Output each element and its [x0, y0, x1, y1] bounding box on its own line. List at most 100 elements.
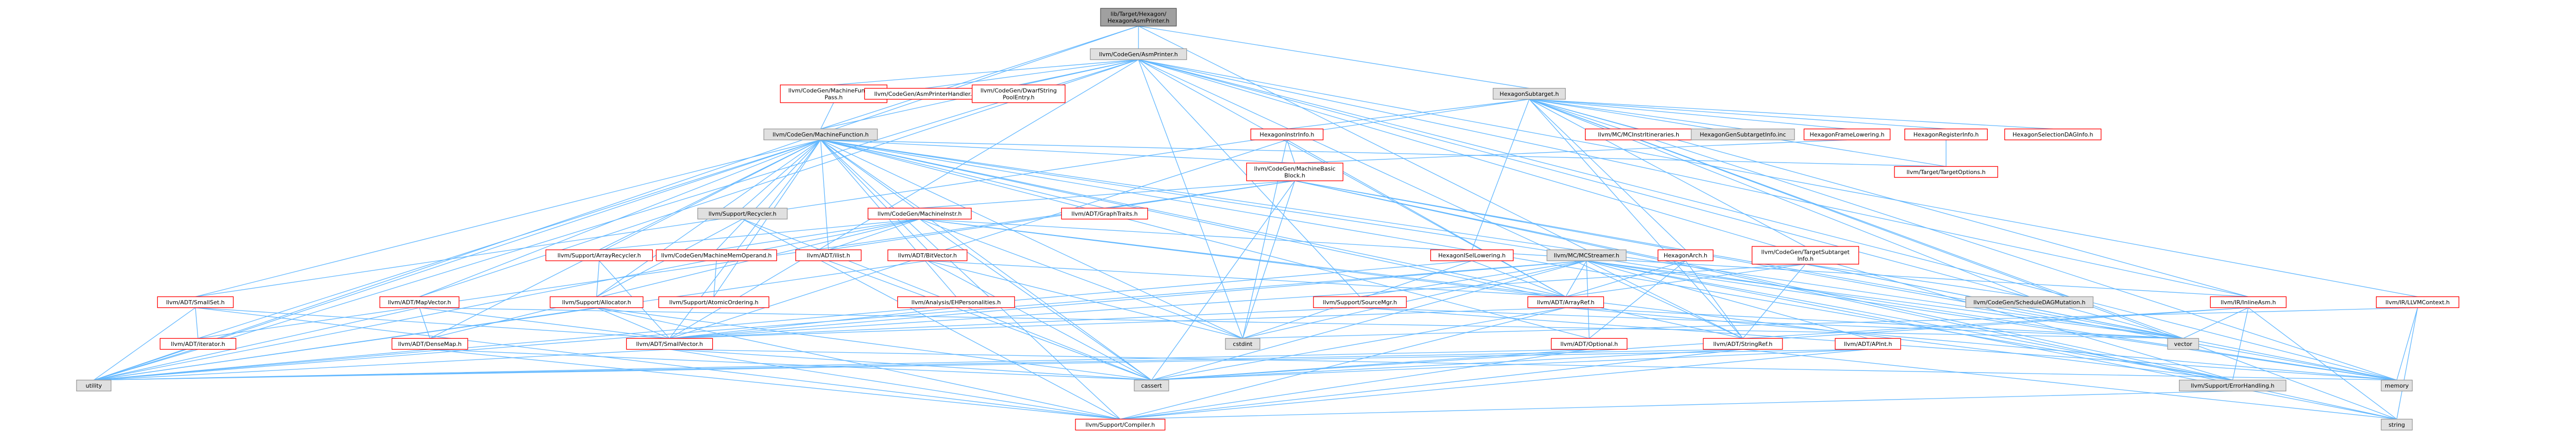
node-box [1061, 207, 1148, 220]
node-vector[interactable]: vector [2167, 338, 2199, 350]
node-box [550, 296, 643, 308]
node-recycler[interactable]: llvm/Support/Recycler.h [697, 207, 788, 220]
node-mcinstrinfo[interactable]: llvm/MC/MCInstrItineraries.h [1584, 128, 1693, 141]
node-smallvector[interactable]: llvm/ADT/SmallVector.h [626, 338, 713, 350]
edge-hexarch-to-optional [1589, 260, 1686, 339]
node-hexisellowering[interactable]: HexagonISelLowering.h [1430, 249, 1514, 262]
node-apint[interactable]: llvm/ADT/APInt.h [1835, 338, 1901, 350]
edge-mcstreamer-to-vector [1586, 260, 2184, 339]
node-label: HexagonSubtarget.h [1500, 91, 1559, 97]
edge-arrayref-to-compiler [1120, 307, 1566, 420]
edge-hexframe-to-mbb [1294, 139, 1848, 164]
node-box [1703, 338, 1783, 350]
node-arrayref[interactable]: llvm/ADT/ArrayRef.h [1527, 296, 1604, 308]
node-box [972, 84, 1066, 103]
node-utility[interactable]: utility [76, 379, 112, 392]
node-box [1492, 88, 1566, 100]
node-label: HexagonRegisterInfo.h [1913, 131, 1978, 138]
edge-stringref-to-cassert [1151, 349, 1743, 381]
node-mcstreamer[interactable]: llvm/MC/MCStreamer.h [1546, 249, 1627, 262]
node-machineinstr[interactable]: llvm/CodeGen/MachineInstr.h [868, 207, 972, 220]
node-densemap[interactable]: llvm/ADT/DenseMap.h [391, 338, 468, 350]
node-inlineasm[interactable]: llvm/IR/InlineAsm.h [2210, 296, 2287, 308]
node-hexgensubtarget[interactable]: HexagonGenSubtargetInfo.inc [1691, 128, 1795, 141]
node-smallset[interactable]: llvm/ADT/SmallSet.h [157, 296, 234, 308]
edge-machinefunction-to-optional [820, 139, 1590, 339]
edge-mbb-to-errorhandling [1294, 180, 2233, 381]
node-cassert[interactable]: cassert [1134, 379, 1169, 392]
edge-machinefunction-to-graphtraits [820, 139, 1105, 209]
node-root[interactable]: lib/Target/Hexagon/HexagonAsmPrinter.h [1100, 8, 1177, 27]
node-hexsubtarget[interactable]: HexagonSubtarget.h [1492, 88, 1566, 100]
node-box [2381, 379, 2413, 392]
edge-hexsubtarget-to-string [1529, 98, 2397, 420]
edge-smallset-to-utility [93, 307, 196, 381]
edge-hexsubtarget-to-hexisellowering [1471, 99, 1530, 250]
edge-asmprinter-to-asmprinterhandler [924, 59, 1139, 89]
node-arrayrecycler[interactable]: llvm/Support/ArrayRecycler.h [545, 249, 653, 262]
node-llvmcontext[interactable]: llvm/IR/LLVMContext.h [2376, 296, 2459, 308]
node-sourcemgr[interactable]: llvm/Support/SourceMgr.h [1313, 296, 1407, 308]
node-ilist[interactable]: llvm/ADT/ilist.h [795, 249, 862, 262]
node-label: llvm/Support/AtomicOrdering.h [669, 299, 758, 306]
edge-mbb-to-string [1294, 180, 2397, 420]
node-machinefunction[interactable]: llvm/CodeGen/MachineFunction.h [763, 128, 878, 141]
edge-asmprinter-to-vector [1138, 59, 2184, 339]
node-atomicordering[interactable]: llvm/Support/AtomicOrdering.h [658, 296, 770, 308]
edge-allocator-to-smallvector [596, 307, 670, 339]
node-label: llvm/IR/LLVMContext.h [2385, 299, 2449, 306]
edge-hexsubtarget-to-tsi [1529, 98, 1806, 247]
node-mmo[interactable]: llvm/CodeGen/MachineMemOperand.h [655, 249, 777, 262]
node-hexframe[interactable]: HexagonFrameLowering.h [1803, 128, 1891, 141]
edge-mbb-to-memory [1294, 180, 2397, 381]
node-box [1657, 249, 1714, 262]
edge-machineinstr-to-utility [93, 218, 920, 381]
node-box [1250, 128, 1324, 141]
node-memory[interactable]: memory [2381, 379, 2413, 392]
edge-arrayref-to-smallvector [669, 307, 1566, 339]
node-scheddagmutation[interactable]: llvm/CodeGen/ScheduleDAGMutation.h [1965, 296, 2094, 308]
node-mapvector[interactable]: llvm/ADT/MapVector.h [379, 296, 460, 308]
edge-asmprinter-to-llvmcontext [1138, 59, 2418, 297]
node-box [1803, 128, 1891, 141]
node-ehpersonalities[interactable]: llvm/Analysis/EHPersonalities.h [897, 296, 1015, 308]
edge-machinefunction-to-arrayref [820, 139, 1566, 297]
edge-machinefunction-to-bitvector [820, 140, 928, 250]
node-graphtraits[interactable]: llvm/ADT/GraphTraits.h [1061, 207, 1148, 220]
node-box [1100, 8, 1177, 27]
edge-mfpass-to-machinefunction [820, 102, 834, 129]
edge-allocator-to-cassert [596, 307, 1152, 381]
node-targetoptions[interactable]: llvm/Target/TargetOptions.h [1894, 166, 1998, 178]
node-asmprinter[interactable]: llvm/CodeGen/AsmPrinter.h [1089, 48, 1187, 60]
edge-optional-to-cassert [1151, 349, 1590, 381]
node-hexarch[interactable]: HexagonArch.h [1657, 249, 1714, 262]
node-box [1904, 128, 1988, 141]
node-bitvector[interactable]: llvm/ADT/BitVector.h [887, 249, 968, 262]
edge-inlineasm-to-cassert [1151, 307, 2249, 381]
edge-machinefunction-to-mapvector [419, 139, 821, 297]
edge-layer [93, 26, 2418, 420]
node-errorhandling[interactable]: llvm/Support/ErrorHandling.h [2178, 379, 2287, 392]
node-asmprinterhandler[interactable]: llvm/CodeGen/AsmPrinterHandler.h [864, 88, 986, 100]
node-string[interactable]: string [2381, 418, 2413, 431]
node-hexinstrinfo[interactable]: HexagonInstrInfo.h [1250, 128, 1324, 141]
node-hexseldag[interactable]: HexagonSelectionDAGInfo.h [2004, 128, 2102, 141]
node-hexreginfo[interactable]: HexagonRegisterInfo.h [1904, 128, 1988, 141]
node-label: llvm/ADT/DenseMap.h [398, 341, 462, 348]
node-compiler[interactable]: llvm/Support/Compiler.h [1075, 418, 1166, 431]
node-stringref[interactable]: llvm/ADT/StringRef.h [1703, 338, 1783, 350]
edge-mcstreamer-to-errorhandling [1586, 260, 2233, 381]
node-label: llvm/Target/TargetOptions.h [1906, 169, 1986, 176]
node-iterator[interactable]: llvm/ADT/iterator.h [159, 338, 237, 350]
node-optional[interactable]: llvm/ADT/Optional.h [1551, 338, 1628, 350]
edge-machinefunction-to-machineinstr [820, 139, 920, 209]
node-allocator[interactable]: llvm/Support/Allocator.h [550, 296, 643, 308]
node-label: llvm/ADT/Optional.h [1561, 341, 1618, 348]
edge-apint-to-cassert [1151, 349, 1868, 381]
edge-inlineasm-to-errorhandling [2232, 307, 2249, 380]
node-cstdint[interactable]: cstdint [1225, 338, 1260, 350]
edge-hexisellowering-to-utility [93, 260, 1472, 381]
